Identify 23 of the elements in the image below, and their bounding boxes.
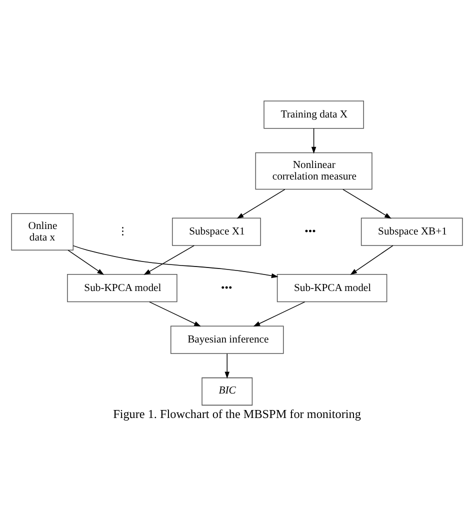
label: •••	[221, 282, 232, 294]
node-box: Online data x	[11, 213, 74, 250]
arrow	[224, 353, 230, 379]
node-box: Training data X	[264, 100, 364, 129]
label: ⋮	[118, 226, 129, 238]
node-box: Bayesian inference	[170, 326, 284, 354]
node-box: Nonlinear correlation measure	[255, 152, 372, 190]
arrow	[72, 245, 278, 278]
arrow	[342, 189, 392, 219]
node-box: Subspace X1	[172, 218, 261, 246]
arrow	[253, 302, 306, 327]
arrow	[350, 245, 394, 275]
node-box: Sub-KPCA model	[67, 274, 178, 302]
arrow	[236, 189, 286, 219]
node-box: Subspace XB+1	[360, 218, 463, 246]
node-box: Sub-KPCA model	[276, 274, 388, 302]
arrow	[149, 302, 201, 327]
arrow	[144, 245, 194, 275]
arrow	[311, 128, 316, 154]
caption: Figure 1. Flowchart of the MBSPM for monitoring	[113, 406, 361, 421]
label: •••	[304, 226, 316, 238]
node-box: BIC	[202, 377, 253, 406]
arrow	[68, 250, 104, 275]
